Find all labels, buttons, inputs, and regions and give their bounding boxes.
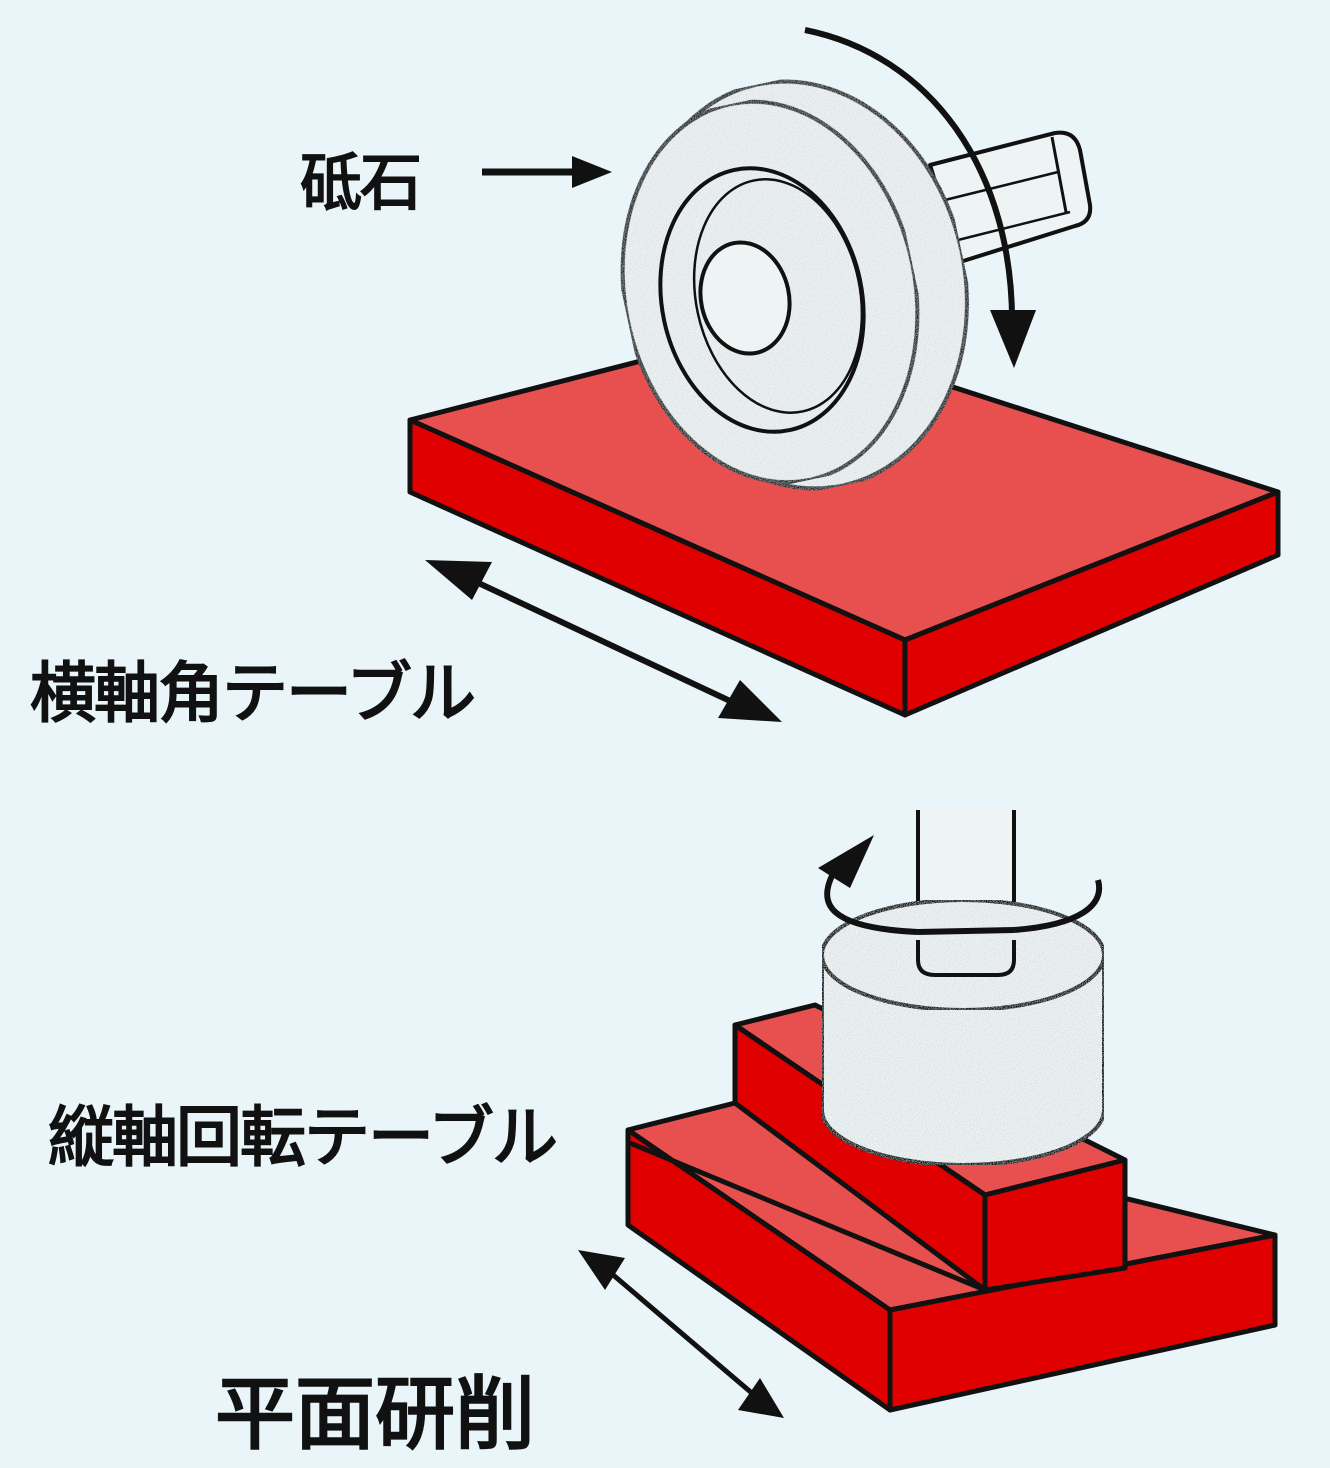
diagram-title: 平面研削 bbox=[215, 1368, 535, 1461]
stone-pointer-arrowhead bbox=[572, 156, 612, 188]
vertical-table-label: 縦軸回転テーブル bbox=[48, 1099, 558, 1176]
spindle-shaft bbox=[928, 130, 1093, 264]
grinding-wheel bbox=[620, 79, 969, 491]
spindle-rotation-arrow bbox=[818, 835, 1103, 935]
horizontal-table-label: 横軸角テーブル bbox=[30, 655, 476, 732]
grinding-stone-label: 砥石 bbox=[300, 146, 422, 219]
horizontal-table-travel-arrow bbox=[425, 560, 782, 722]
rotary-table-travel-arrow bbox=[578, 1250, 784, 1418]
wheel-rotation-arrowhead bbox=[990, 310, 1036, 368]
cup-grinding-wheel bbox=[820, 898, 1106, 1167]
wheel-rotation-arrow bbox=[804, 27, 1016, 331]
